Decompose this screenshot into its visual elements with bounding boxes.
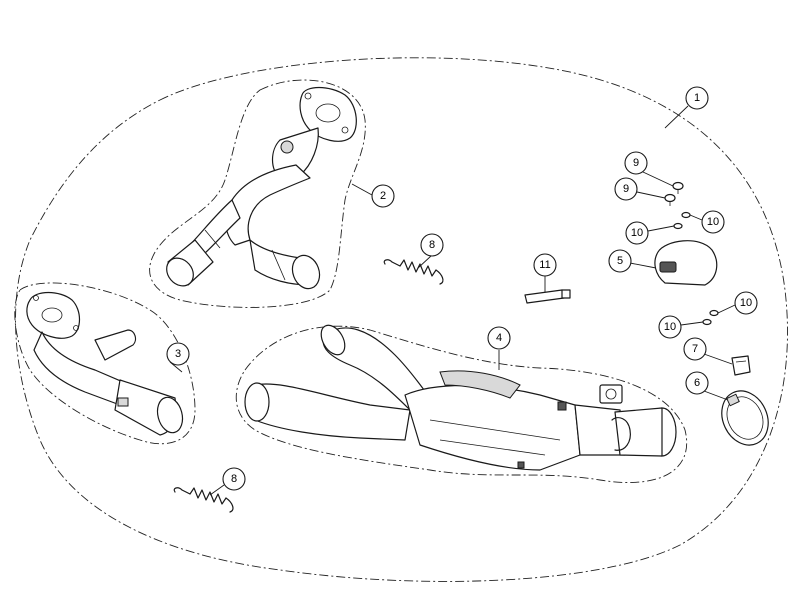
washer-10d [702,318,712,326]
leader-9b [636,191,666,199]
header-pipe-3 [26,291,184,436]
washer-10a [681,211,691,219]
callout-4: 4 [487,326,511,350]
callout-10c-label: 10 [740,297,752,309]
washer-10b [673,222,683,230]
leader-6 [703,390,729,401]
header-2-boundary [149,79,366,308]
callout-2: 2 [371,184,395,208]
callout-1-label: 1 [694,92,700,104]
hose-clamp-6 [721,390,769,446]
callout-3: 3 [166,342,190,366]
leader-10a [689,214,703,221]
callout-9b: 9 [614,177,638,201]
spring-8-top [383,259,444,285]
washer-10c [709,309,719,317]
callout-9a: 9 [624,151,648,175]
callout-7: 7 [683,337,707,361]
callout-8-bottom: 8 [222,467,246,491]
leader-10b [647,225,675,232]
mid-pipe-4 [244,324,677,471]
leader-1 [664,105,689,129]
callout-4-label: 4 [496,332,502,344]
callout-10b: 10 [625,221,649,245]
callout-7-label: 7 [692,343,698,355]
callout-5: 5 [608,249,632,273]
assembly-boundary [15,57,788,582]
callout-6-label: 6 [694,377,700,389]
leader-7 [703,353,733,365]
callout-8-top: 8 [420,233,444,257]
end-cap-5 [654,240,718,286]
callout-9b-label: 9 [623,183,629,195]
screw-9a [672,181,684,194]
callout-10d: 10 [658,315,682,339]
header-pipe-2 [166,86,357,290]
header-3-boundary [14,282,196,445]
callout-10d-label: 10 [664,321,676,333]
leader-2 [351,183,373,196]
leader-9a [642,171,674,187]
spring-8-bottom [173,487,234,513]
screw-9b [664,193,676,206]
callout-3-label: 3 [175,348,181,360]
bracket-7 [731,355,751,376]
callout-2-label: 2 [380,190,386,202]
callout-8-top-label: 8 [429,239,435,251]
midpipe-4-boundary [235,325,688,483]
callout-6: 6 [685,371,709,395]
paste-tube-11 [524,289,571,304]
callout-10a-label: 10 [707,216,719,228]
callout-9a-label: 9 [633,157,639,169]
leader-8a [417,255,432,269]
leader-10d [680,321,704,326]
callout-5-label: 5 [617,255,623,267]
callout-11: 11 [533,253,557,277]
callout-10b-label: 10 [631,227,643,239]
callout-10c: 10 [734,291,758,315]
callout-8-bottom-label: 8 [231,473,237,485]
leader-5 [629,262,657,269]
callout-11-label: 11 [539,259,550,271]
leader-10c [717,304,736,314]
callout-10a: 10 [701,210,725,234]
leader-8b [209,484,225,496]
callout-1: 1 [685,86,709,110]
